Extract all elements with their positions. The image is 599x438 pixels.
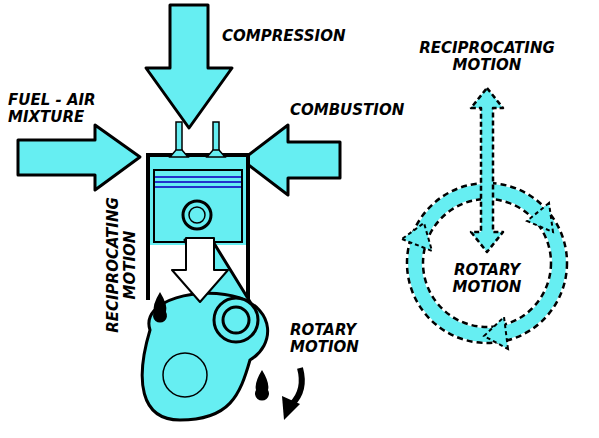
process-label: COMBUSTION bbox=[290, 102, 404, 119]
motion-label: RECIPROCATING MOTION bbox=[105, 175, 139, 355]
crank-journal bbox=[163, 353, 207, 397]
crank-pin bbox=[214, 298, 258, 342]
ring-arrowhead bbox=[484, 317, 508, 349]
crank-pin-bore bbox=[223, 307, 249, 333]
piston-ring bbox=[155, 176, 241, 178]
compression-arrow bbox=[146, 5, 232, 128]
valve-stem bbox=[213, 122, 219, 152]
oil-drop bbox=[255, 370, 269, 401]
motion-label: ROTARY MOTION bbox=[290, 322, 380, 356]
piston-pin-bore bbox=[189, 207, 205, 223]
valve-head bbox=[170, 150, 188, 157]
piston-pin bbox=[183, 201, 211, 229]
process-label: COMPRESSION bbox=[222, 28, 345, 45]
rotation-arrowhead bbox=[282, 396, 300, 420]
motion-arrow bbox=[172, 238, 228, 302]
valve-head bbox=[207, 150, 225, 157]
piston-ring bbox=[155, 181, 241, 183]
oil-drop bbox=[153, 292, 167, 323]
cylinder-fill bbox=[150, 157, 246, 245]
piston-ring bbox=[155, 186, 241, 188]
rotation-arrow bbox=[292, 368, 302, 404]
combustion-arrow bbox=[242, 125, 340, 195]
intake-arrow bbox=[18, 125, 140, 190]
piston bbox=[154, 170, 242, 242]
motion-label: RECIPROCATING MOTION bbox=[402, 40, 572, 74]
ring-arrowhead bbox=[527, 203, 553, 232]
motion-label: ROTARY MOTION bbox=[442, 262, 532, 296]
valve-stem bbox=[176, 122, 182, 152]
reciprocating-arrow bbox=[471, 88, 503, 252]
input-label: FUEL - AIR MIXTURE bbox=[8, 92, 118, 126]
ring-arrowhead bbox=[402, 223, 432, 251]
